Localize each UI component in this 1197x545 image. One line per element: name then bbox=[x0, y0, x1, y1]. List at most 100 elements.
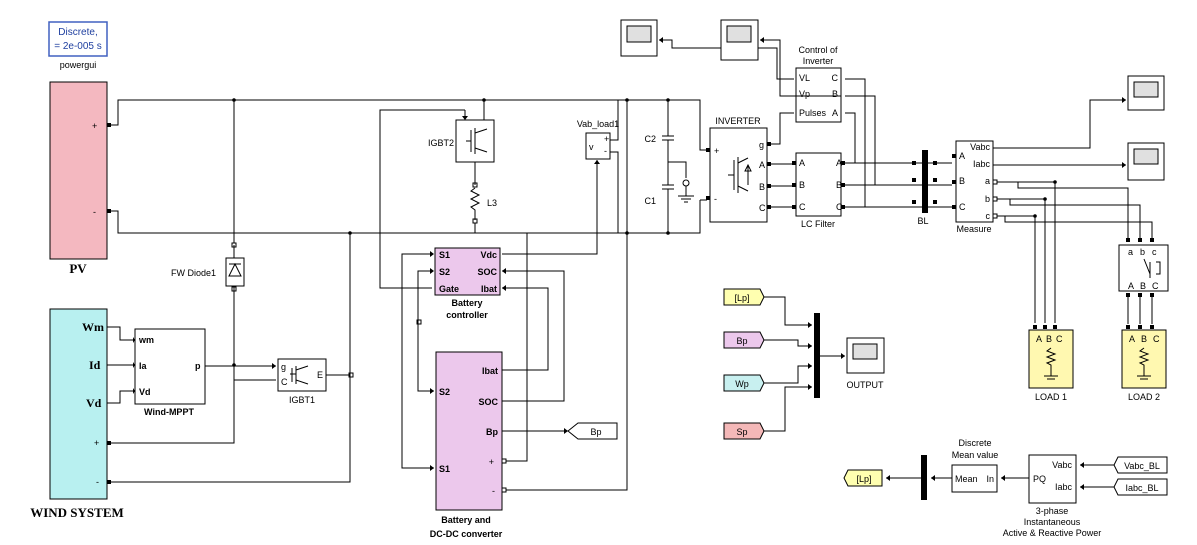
bat-out-bp: Bp bbox=[486, 427, 498, 437]
bat-label2: DC-DC converter bbox=[430, 529, 503, 539]
c1-label: C1 bbox=[644, 196, 656, 206]
pv-block[interactable] bbox=[49, 81, 108, 260]
scope-2[interactable] bbox=[720, 19, 759, 61]
from-wp-label: Wp bbox=[735, 379, 749, 389]
lp-goto-tag[interactable]: [Lp] bbox=[843, 469, 883, 487]
mean-right: In bbox=[986, 474, 994, 484]
inverter-label: INVERTER bbox=[715, 116, 761, 126]
from-sp[interactable]: Sp bbox=[723, 422, 765, 440]
demux-bar[interactable] bbox=[921, 455, 927, 500]
battery-dcdc-block[interactable] bbox=[435, 351, 503, 511]
measure-in-c: C bbox=[959, 202, 966, 212]
control-label2: Inverter bbox=[803, 56, 834, 66]
fw-diode-block[interactable] bbox=[225, 257, 245, 287]
breaker-a-top: a bbox=[1128, 247, 1133, 257]
battery-controller-block[interactable] bbox=[434, 247, 501, 296]
c2-label: C2 bbox=[644, 134, 656, 144]
pq-caption3: Active & Reactive Power bbox=[1003, 528, 1102, 538]
bc-out-vdc: Vdc bbox=[480, 250, 497, 260]
control-in-pulses: Pulses bbox=[799, 108, 827, 118]
lc-in-c: C bbox=[799, 202, 806, 212]
pq-caption1: 3-phase bbox=[1036, 506, 1069, 516]
wind-port-minus: - bbox=[96, 477, 99, 487]
mppt-out-p: p bbox=[195, 361, 201, 371]
control-out-b: B bbox=[832, 89, 838, 99]
lc-in-a: A bbox=[799, 158, 805, 168]
from-bp-label: Bp bbox=[736, 336, 747, 346]
pq-block[interactable] bbox=[1028, 454, 1077, 504]
inv-port-plus: + bbox=[714, 146, 719, 156]
scope-output[interactable] bbox=[846, 337, 885, 374]
vab-load-plus: + bbox=[604, 134, 609, 144]
bat-minus: - bbox=[492, 486, 495, 496]
pq-caption2: Instantaneous bbox=[1024, 517, 1081, 527]
wind-system-block[interactable] bbox=[49, 308, 108, 500]
wind-port-wm: Wm bbox=[82, 320, 104, 334]
measure-out-a: a bbox=[985, 176, 990, 186]
inv-port-b: B bbox=[759, 182, 765, 192]
bat-in-s2: S2 bbox=[439, 387, 450, 397]
lc-out-a: A bbox=[836, 158, 842, 168]
wind-port-id: Id bbox=[89, 358, 101, 372]
bc-out-ibat: Ibat bbox=[481, 284, 497, 294]
control-out-a: A bbox=[832, 108, 838, 118]
inv-port-minus: - bbox=[714, 194, 717, 204]
breaker-a-bot: A bbox=[1128, 281, 1134, 291]
lc-out-c: C bbox=[836, 202, 843, 212]
mean-block[interactable] bbox=[951, 464, 998, 493]
vab-load-label: Vab_load1 bbox=[577, 119, 619, 129]
measure-block[interactable] bbox=[955, 140, 994, 223]
igbt1-label: IGBT1 bbox=[289, 395, 315, 405]
pv-minus-label: - bbox=[93, 207, 96, 217]
from-lp[interactable]: [Lp] bbox=[723, 288, 765, 306]
bp-goto-tag[interactable]: Bp bbox=[567, 422, 618, 440]
pv-plus-label: + bbox=[92, 121, 97, 131]
lp-goto-label: [Lp] bbox=[856, 474, 871, 484]
load2-label: LOAD 2 bbox=[1128, 392, 1160, 402]
control-inverter-block[interactable] bbox=[795, 67, 842, 123]
measure-in-a: A bbox=[959, 151, 965, 161]
pq-in-iabc: Iabc bbox=[1055, 482, 1073, 492]
igbt1-g: g bbox=[281, 362, 286, 372]
measure-out-c: c bbox=[986, 211, 991, 221]
bc-label1: Battery bbox=[451, 298, 482, 308]
bc-in-gate: Gate bbox=[439, 284, 459, 294]
inv-port-c: C bbox=[759, 203, 766, 213]
vab-load-minus: - bbox=[604, 146, 607, 156]
bc-out-soc: SOC bbox=[477, 267, 497, 277]
wind-mppt-block[interactable] bbox=[134, 328, 206, 405]
breaker-b-bot: B bbox=[1140, 281, 1146, 291]
measure-out-iabc: Iabc bbox=[973, 159, 991, 169]
wind-label: WIND SYSTEM bbox=[30, 505, 124, 520]
scope-vabc[interactable] bbox=[1127, 75, 1165, 111]
igbt1-block[interactable] bbox=[277, 358, 327, 392]
vab-load-voltmeter[interactable] bbox=[585, 132, 611, 160]
vab-load-v: v bbox=[589, 142, 594, 152]
bc-in-s2: S2 bbox=[439, 267, 450, 277]
mux-bar[interactable] bbox=[814, 313, 820, 398]
from-iabc-bl[interactable]: Iabc_BL bbox=[1113, 478, 1168, 496]
powergui-block[interactable]: Discrete, = 2e-005 s bbox=[48, 21, 108, 57]
mean-title1: Discrete bbox=[958, 438, 991, 448]
from-wp[interactable]: Wp bbox=[723, 374, 765, 392]
load2-c: C bbox=[1153, 334, 1160, 344]
scope-iabc[interactable] bbox=[1127, 142, 1165, 181]
load2-b: B bbox=[1141, 334, 1147, 344]
scope-1[interactable] bbox=[620, 19, 658, 57]
from-vabc-bl[interactable]: Vabc_BL bbox=[1113, 456, 1168, 474]
bl-bus-bar[interactable] bbox=[922, 150, 928, 213]
bat-out-soc: SOC bbox=[478, 397, 498, 407]
vabc-from-label: Vabc_BL bbox=[1124, 461, 1160, 471]
pv-label: PV bbox=[69, 261, 87, 276]
bat-label1: Battery and bbox=[441, 515, 491, 525]
load1-label: LOAD 1 bbox=[1035, 392, 1067, 402]
pq-in-vabc: Vabc bbox=[1052, 460, 1072, 470]
load1-c: C bbox=[1056, 334, 1063, 344]
breaker-c-top: c bbox=[1152, 247, 1157, 257]
iabc-from-label: Iabc_BL bbox=[1125, 483, 1158, 493]
from-sp-label: Sp bbox=[736, 427, 747, 437]
measure-in-b: B bbox=[959, 176, 965, 186]
measure-out-vabc: Vabc bbox=[970, 142, 990, 152]
from-bp[interactable]: Bp bbox=[723, 331, 765, 349]
lc-label: LC Filter bbox=[801, 219, 835, 229]
